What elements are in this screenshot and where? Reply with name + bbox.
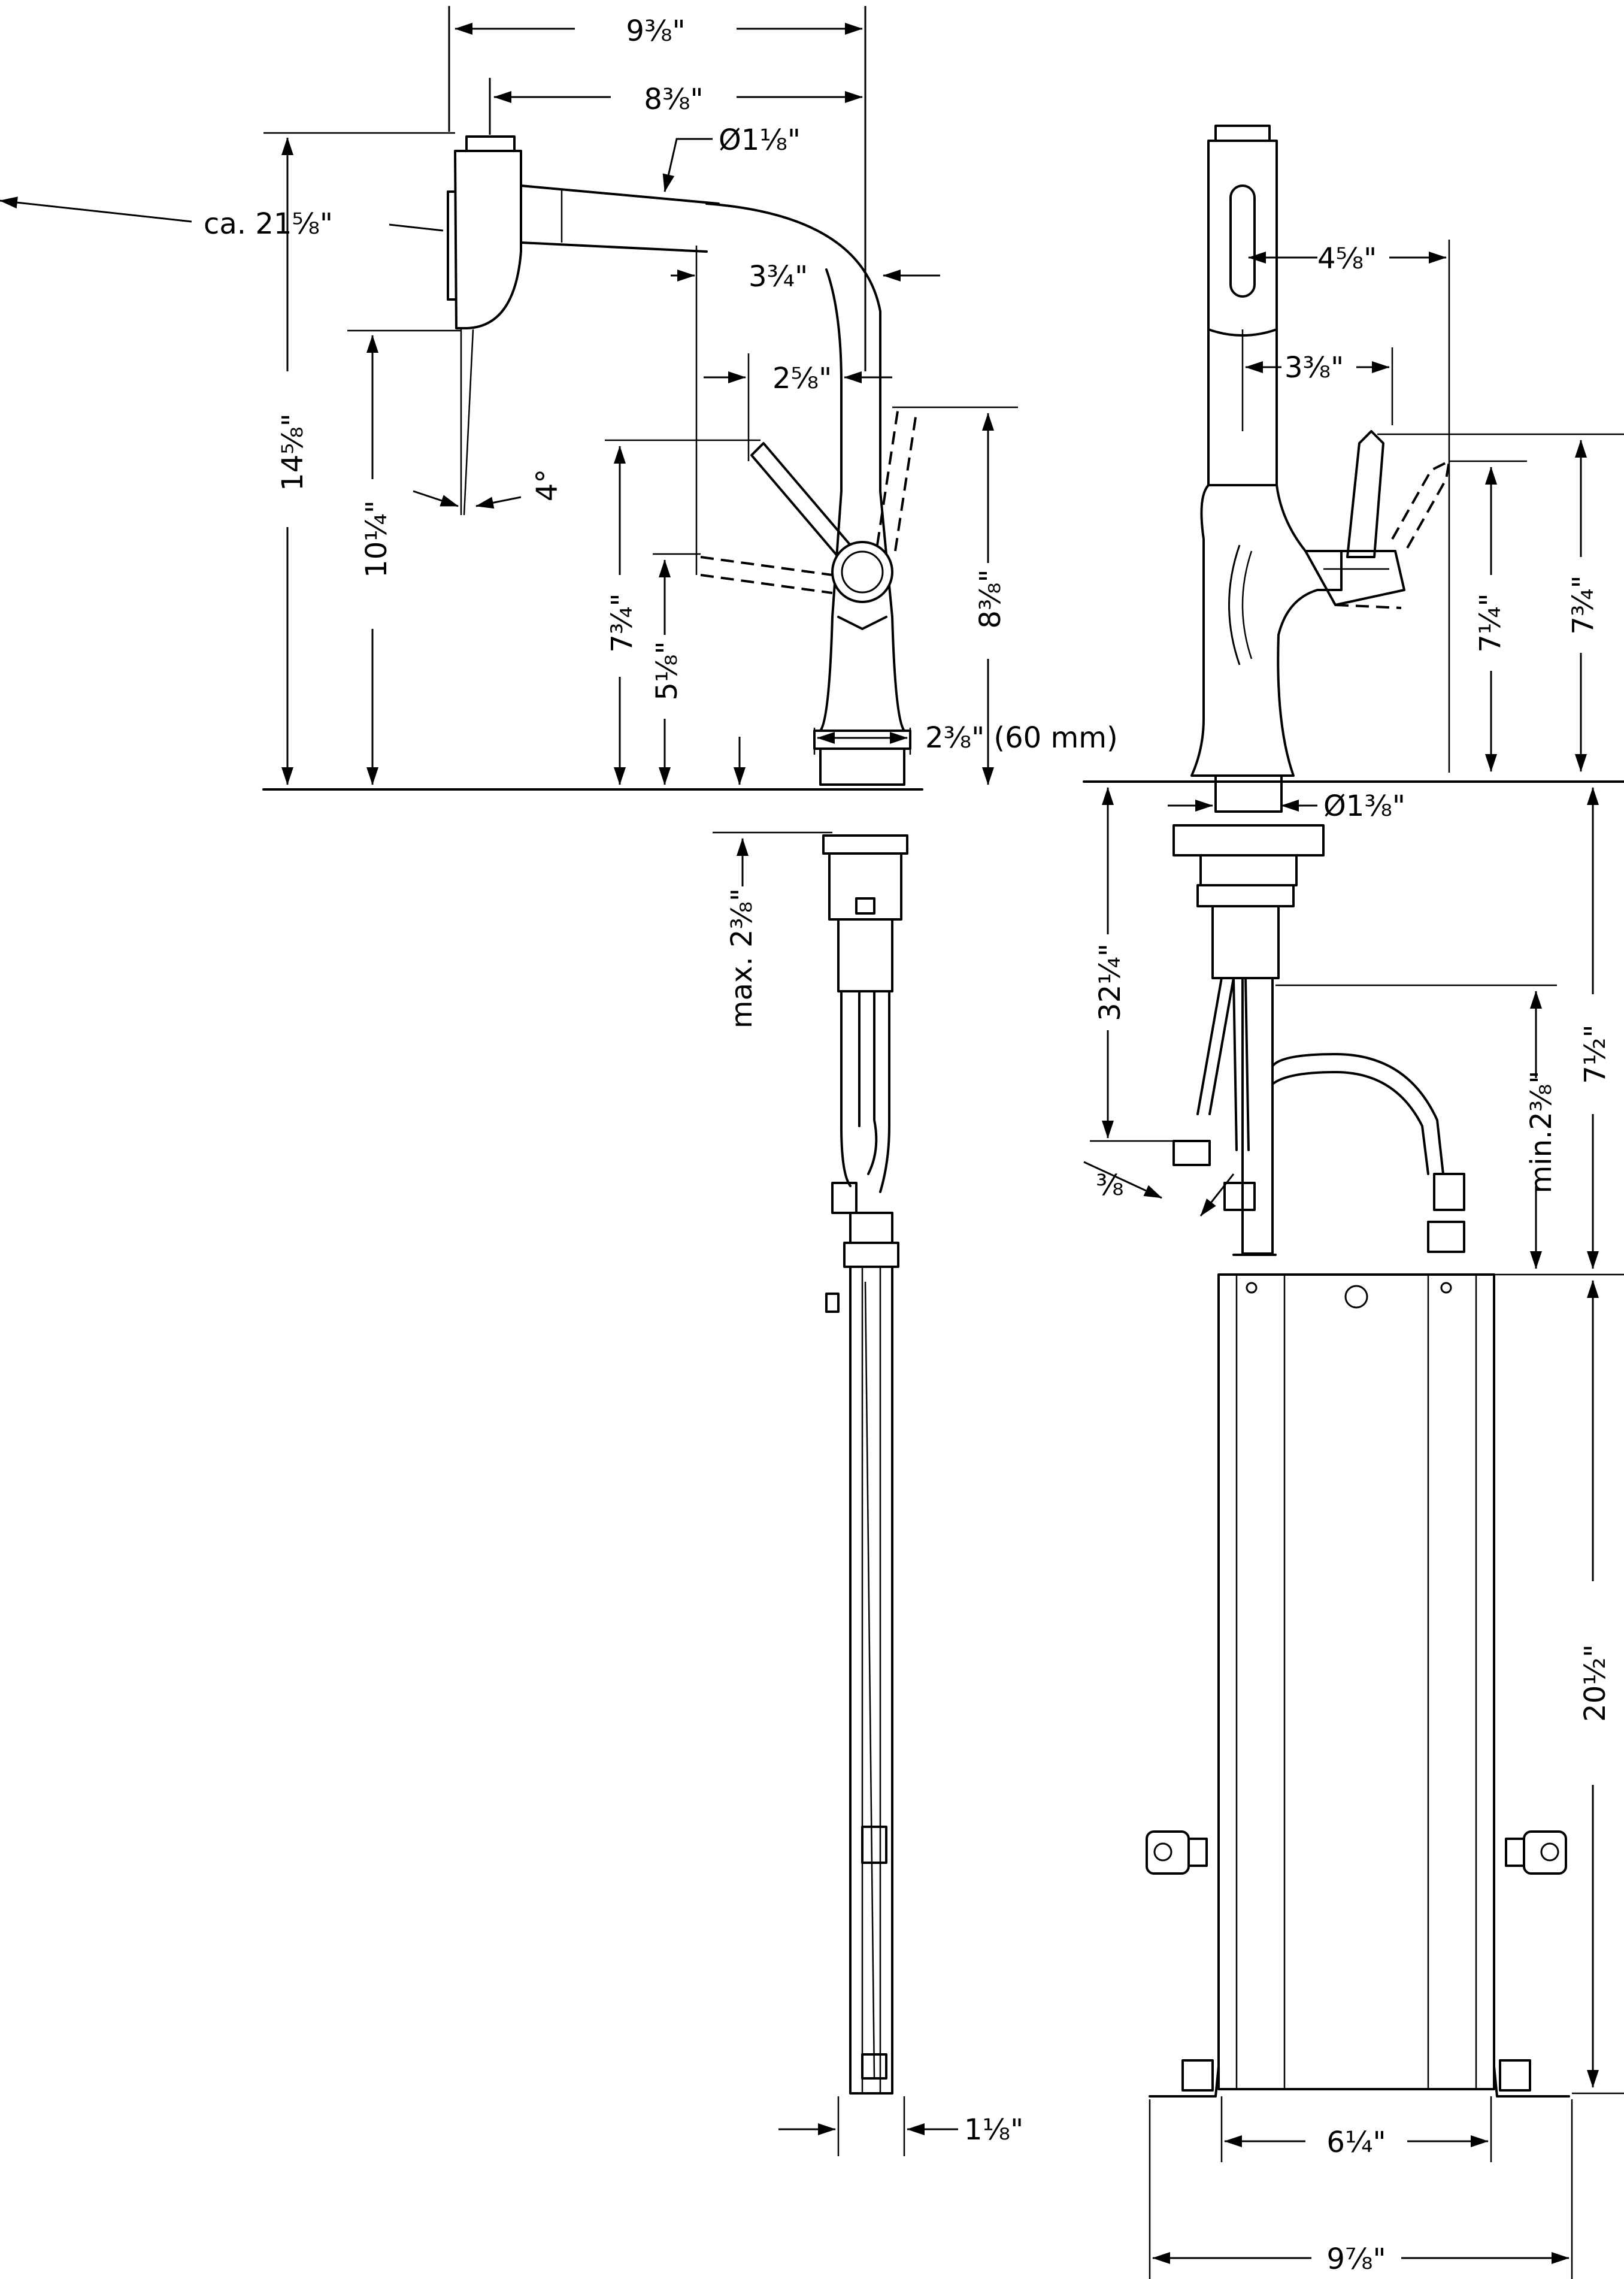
lever-top-height-label: 7¾": [605, 593, 639, 652]
max-deck-label: max. 2⅜": [725, 888, 759, 1028]
hose-length-label: 32¼": [1093, 943, 1127, 1021]
lever-height-label: 7¼": [1474, 593, 1507, 652]
spray-diameter-label: Ø1⅛": [719, 123, 801, 157]
body-height-label: 8⅜": [974, 569, 1007, 628]
wall-bracket-left: [1146, 1830, 1208, 1875]
body-height-side-label: 7¾": [1567, 575, 1600, 634]
spout-reach-label: 8⅜": [644, 83, 703, 116]
lever-pivot-height-label: 5⅛": [650, 641, 684, 700]
overall-reach-label: 9⅜": [626, 14, 685, 48]
lever-offset-label: 2⅝": [772, 362, 832, 395]
lever-reach-label: 3⅜": [1284, 351, 1344, 385]
box-width-label: 6¼": [1326, 2126, 1386, 2159]
side-view-dimensions: 4⅝" 3⅜" 7¼" 7¾" Ø1⅜" 32¼" ⅜: [1083, 240, 1624, 2279]
box-height-label: 20½": [1578, 1644, 1612, 1722]
floor-bracket: [1149, 2059, 1570, 2098]
wall-bracket-right: [1505, 1830, 1567, 1875]
bracket-width-label: 9⅞": [1326, 2242, 1386, 2276]
shank-diameter-label: Ø1⅜": [1323, 789, 1405, 823]
min-clearance-label: min.2⅜": [1525, 1071, 1558, 1194]
connection-label: ⅜: [1096, 1169, 1124, 1202]
side-view-faucet: [1146, 125, 1570, 2098]
overall-height-label: 14⅝": [276, 413, 310, 491]
supply-height-label: 7½": [1578, 1024, 1612, 1083]
spout-bend-label: 3¾": [749, 260, 808, 293]
spout-outlet-height-label: 10¼": [360, 500, 393, 578]
base-diameter-label: 2⅜" (60 mm): [925, 721, 1118, 755]
box-depth-label: 1⅛": [964, 2113, 1023, 2147]
front-view-faucet: [262, 135, 923, 2095]
front-view-dimensions: 9⅜" 8⅜" Ø1⅛" ca. 21⅝" 3¾" 2⅝" 14⅝" 10¼": [0, 6, 1118, 2156]
hose-extension-label: ca. 21⅝": [204, 207, 333, 241]
spray-to-lever-label: 4⅝": [1317, 242, 1377, 276]
spray-angle-label: 4°: [531, 469, 564, 502]
